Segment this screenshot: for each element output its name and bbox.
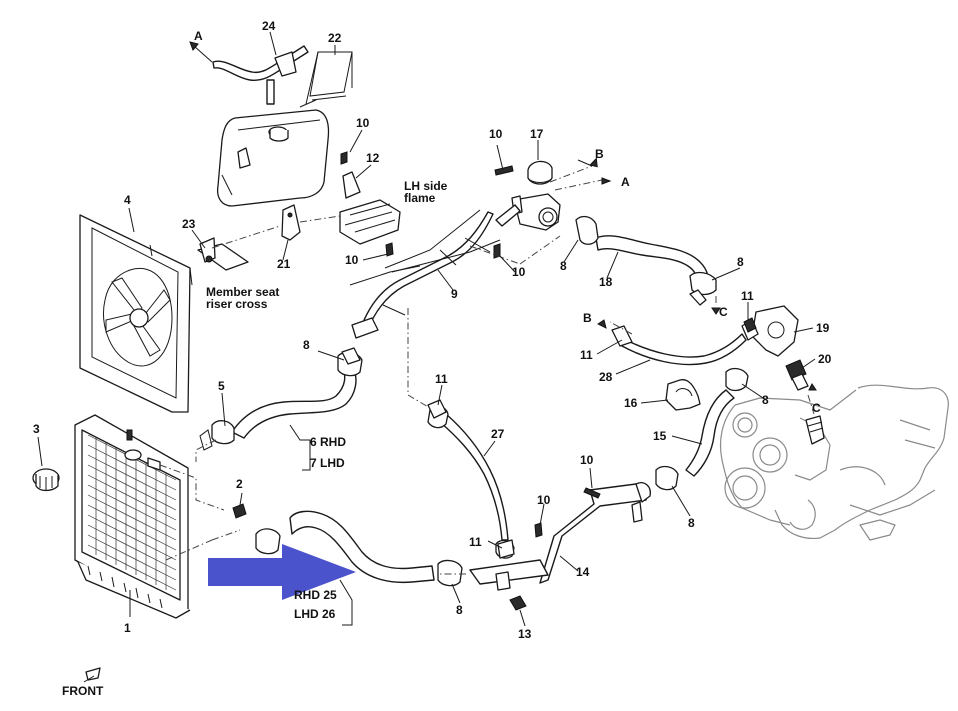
callout-8-b: 8 xyxy=(560,259,567,273)
bracket-16 xyxy=(665,379,701,411)
engine-block xyxy=(719,384,949,541)
leader-lines xyxy=(37,31,816,627)
callout-10-e: 10 xyxy=(580,453,594,467)
hose-18 xyxy=(575,215,717,306)
radiator-cap xyxy=(32,468,60,492)
note-rhd25: RHD 25 xyxy=(294,588,337,602)
thermostat-housing xyxy=(495,160,561,231)
note-member-seat-1: Member seat xyxy=(206,285,279,299)
reservoir-tank xyxy=(216,79,330,207)
note-lhd26: LHD 26 xyxy=(294,607,336,621)
callout-27: 27 xyxy=(491,427,505,441)
callout-3: 3 xyxy=(33,422,40,436)
callout-10-b: 10 xyxy=(489,127,503,141)
connector-b-top: B xyxy=(595,147,604,161)
hose-15 xyxy=(655,367,749,491)
connector-c-right: C xyxy=(812,401,821,415)
clamp-11-low xyxy=(497,539,515,559)
connector-a-top: A xyxy=(194,29,203,43)
bolt-10-set xyxy=(232,151,757,538)
callout-8-d: 8 xyxy=(762,393,769,407)
callout-11-c: 11 xyxy=(435,372,448,386)
callout-16: 16 xyxy=(624,396,638,410)
callout-14: 14 xyxy=(576,565,590,579)
callout-20: 20 xyxy=(818,352,832,366)
connector-arrows xyxy=(189,41,817,391)
bracket-23 xyxy=(197,237,249,271)
callout-2: 2 xyxy=(236,477,243,491)
callout-18: 18 xyxy=(599,275,613,289)
note-lh-side-1: LH side xyxy=(404,179,448,193)
radiator xyxy=(74,414,191,619)
bracket-21 xyxy=(281,204,301,241)
overflow-hose-24 xyxy=(212,45,309,81)
note-lh-side-2: flame xyxy=(404,191,436,205)
callout-22: 22 xyxy=(328,31,342,45)
callout-11-d: 11 xyxy=(469,535,482,549)
callout-10-c: 10 xyxy=(345,253,359,267)
callout-10-a: 10 xyxy=(356,116,370,130)
callout-8-e: 8 xyxy=(688,516,695,530)
callout-21: 21 xyxy=(277,257,291,271)
note-rhd6: 6 RHD xyxy=(310,435,346,449)
note-member-seat-2: riser cross xyxy=(206,297,268,311)
callout-13: 13 xyxy=(518,627,532,641)
callout-15: 15 xyxy=(653,429,667,443)
sensor-20 xyxy=(785,359,809,391)
callout-labels: 1 2 3 4 5 8 8 8 8 8 8 9 10 10 10 10 10 1… xyxy=(33,19,832,698)
hose-28 xyxy=(611,325,747,366)
callout-10-f: 10 xyxy=(537,493,551,507)
front-indicator xyxy=(83,667,101,683)
clamp-11-mid xyxy=(427,399,447,419)
sensor-c xyxy=(805,415,825,445)
bracket-12 xyxy=(339,171,401,245)
water-pipe-14 xyxy=(469,482,651,611)
clamp-8-top xyxy=(341,347,361,365)
hose-25-26 xyxy=(255,510,463,587)
connector-a-right: A xyxy=(621,175,630,189)
reference-lines xyxy=(159,165,815,575)
callout-4: 4 xyxy=(124,193,131,207)
callout-24: 24 xyxy=(262,19,276,33)
fan-shroud xyxy=(79,214,193,413)
callout-17: 17 xyxy=(530,127,544,141)
callout-8-a: 8 xyxy=(303,338,310,352)
water-pipe-9 xyxy=(349,209,501,339)
callout-28: 28 xyxy=(599,370,613,384)
callout-8-c: 8 xyxy=(737,255,744,269)
note-front: FRONT xyxy=(62,684,104,698)
note-lhd7: 7 LHD xyxy=(310,456,345,470)
highlight-arrow xyxy=(208,544,356,600)
callout-5: 5 xyxy=(218,379,225,393)
callout-8-f: 8 xyxy=(456,603,463,617)
callout-9: 9 xyxy=(451,287,458,301)
bracket-22 xyxy=(299,51,353,108)
connector-c-mid: C xyxy=(719,305,728,319)
callout-12: 12 xyxy=(366,151,380,165)
connector-b-left: B xyxy=(583,311,592,325)
callout-1: 1 xyxy=(124,621,131,635)
callout-11-b: 11 xyxy=(580,348,593,362)
callout-10-d: 10 xyxy=(512,265,526,279)
callout-19: 19 xyxy=(816,321,830,335)
callout-23: 23 xyxy=(182,217,196,231)
callout-11-a: 11 xyxy=(741,289,754,303)
